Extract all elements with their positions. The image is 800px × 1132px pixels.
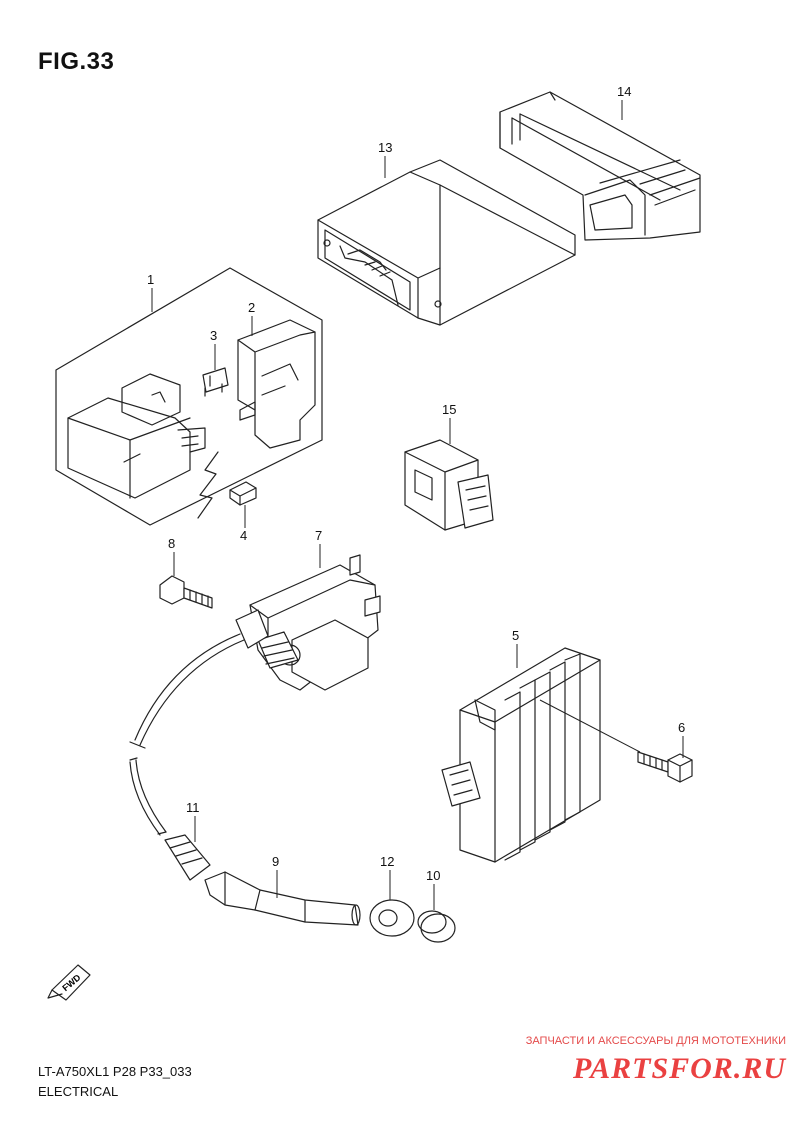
leader-6-line (539, 699, 641, 753)
part-8-bolt[interactable] (159, 575, 213, 609)
footer-model-code: LT-A750XL1 P28 P33_033 (38, 1064, 192, 1079)
relay-assembly-outline (55, 267, 323, 526)
watermark-tagline: ЗАПЧАСТИ И АКСЕССУАРЫ ДЛЯ МОТОТЕХНИКИ (525, 1035, 786, 1047)
part-number-6: 6 (678, 720, 685, 735)
part-number-8: 8 (168, 536, 175, 551)
watermark-brand: PARTSFOR.RU (573, 1052, 786, 1085)
part-12-washer[interactable] (369, 899, 415, 937)
part-number-4: 4 (240, 528, 247, 543)
part-13-ecm[interactable] (317, 159, 576, 326)
part-5-regulator[interactable] (441, 647, 601, 863)
part-number-12: 12 (380, 854, 394, 869)
part-10-collar[interactable] (417, 910, 456, 943)
part-number-14: 14 (617, 84, 631, 99)
part-number-9: 9 (272, 854, 279, 869)
part-14-cover[interactable] (499, 91, 701, 241)
part-number-15: 15 (442, 402, 456, 417)
figure-title: FIG.33 (38, 48, 115, 75)
part-2-holder[interactable] (237, 319, 316, 449)
break-line (197, 451, 219, 519)
part-9-plug-cap[interactable] (204, 871, 361, 926)
part-3-fuse[interactable] (202, 367, 229, 397)
footer-section: ELECTRICAL (38, 1084, 119, 1099)
fwd-arrow: FWD (47, 964, 91, 1001)
part-number-11: 11 (186, 800, 200, 815)
part-1-relay[interactable] (67, 373, 206, 499)
part-number-1: 1 (147, 272, 154, 287)
high-tension-lead (129, 633, 245, 836)
part-number-10: 10 (426, 868, 440, 883)
part-number-2: 2 (248, 300, 255, 315)
part-number-7: 7 (315, 528, 322, 543)
part-number-13: 13 (378, 140, 392, 155)
part-15-connector[interactable] (404, 439, 494, 531)
part-number-3: 3 (210, 328, 217, 343)
part-11-boot[interactable] (164, 834, 211, 881)
part-4-screw[interactable] (229, 481, 257, 506)
part-number-5: 5 (512, 628, 519, 643)
part-6-bolt[interactable] (637, 751, 693, 783)
part-7-ignition-coil[interactable] (235, 554, 381, 691)
